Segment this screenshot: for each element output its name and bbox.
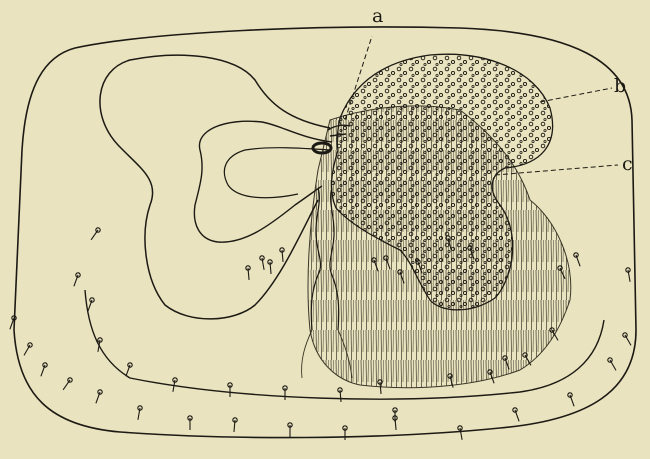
bristle xyxy=(567,392,576,407)
bristle xyxy=(280,248,286,263)
bristle xyxy=(94,389,103,404)
bristle xyxy=(343,426,347,440)
bristle xyxy=(136,405,143,420)
bristle xyxy=(8,315,17,330)
bristle xyxy=(573,252,582,267)
bristle xyxy=(457,425,464,440)
leader-line-b xyxy=(540,88,612,102)
bristle xyxy=(268,260,274,275)
bristle xyxy=(283,386,287,400)
bristle xyxy=(607,357,618,371)
bristle xyxy=(228,383,232,397)
bristle xyxy=(72,272,81,287)
bristle xyxy=(188,416,192,430)
label-c: c xyxy=(622,153,633,175)
bristle xyxy=(61,377,73,391)
bristle xyxy=(625,267,632,282)
bristle xyxy=(622,332,633,346)
bristle xyxy=(22,342,33,356)
bristle xyxy=(288,423,292,437)
tube-outer-loop xyxy=(100,55,330,319)
bristle xyxy=(512,407,521,422)
bristle xyxy=(246,266,252,281)
bristle xyxy=(338,388,344,403)
tube-inner-loop xyxy=(224,148,330,198)
bristle xyxy=(259,255,266,270)
bristle xyxy=(89,227,101,241)
label-a: a xyxy=(372,5,383,27)
bristle xyxy=(232,418,238,433)
label-b: b xyxy=(614,75,626,97)
bristle xyxy=(39,362,48,377)
